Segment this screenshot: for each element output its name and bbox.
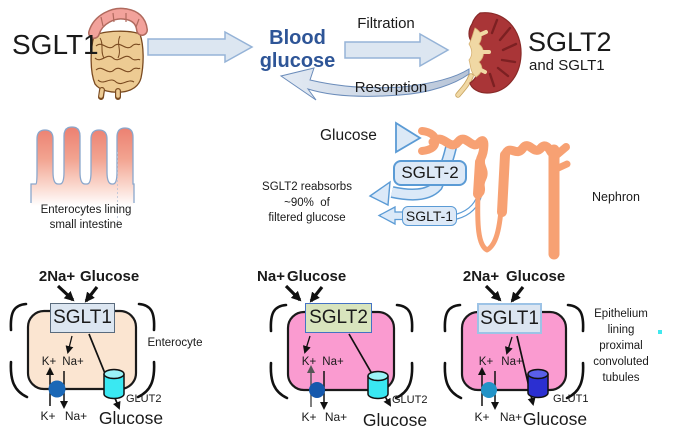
right-arrow-intestine-to-blood bbox=[147, 30, 254, 64]
glucose-triangle-icon bbox=[395, 121, 422, 154]
na-influx-arrow bbox=[484, 284, 502, 302]
glut1-transporter bbox=[527, 368, 549, 399]
cell3-glucose-in-label: Glucose bbox=[506, 268, 566, 285]
symport-arrow bbox=[302, 335, 311, 354]
sglt1-mid-box: SGLT-1 bbox=[402, 206, 457, 226]
cell2-ions-label: Na+ bbox=[257, 268, 285, 285]
enterocyte-side-label: Enterocyte bbox=[147, 337, 203, 349]
cell2-na-in-label: Na+ bbox=[322, 356, 344, 368]
epithelium-side-label: Epithelium lining proximal convoluted tu… bbox=[593, 308, 649, 384]
cell1-na-in-label: Na+ bbox=[62, 356, 84, 368]
junction-brackets bbox=[443, 303, 585, 400]
glucose-influx-arrow bbox=[309, 286, 324, 303]
cell3-k-in-label: K+ bbox=[478, 356, 494, 368]
sodium-potassium-pump bbox=[481, 382, 497, 398]
cell1-glut2-label: GLUT2 bbox=[126, 393, 162, 405]
nephron-label: Nephron bbox=[592, 190, 640, 204]
kidney-icon bbox=[455, 12, 522, 98]
symport-arrow bbox=[65, 335, 74, 354]
glucose-influx-arrow bbox=[84, 286, 99, 303]
cell2-sglt2-box: SGLT2 bbox=[305, 303, 372, 333]
cell3-glut1-label: GLUT1 bbox=[553, 393, 589, 405]
stray-cyan-dot bbox=[658, 330, 662, 334]
cell2-glucose-out-label: Glucose bbox=[362, 410, 428, 430]
sodium-potassium-pump bbox=[48, 380, 66, 398]
villi-illustration bbox=[30, 126, 135, 228]
enterocytes-caption: Enterocytes lining small intestine bbox=[40, 204, 132, 231]
cell3-glucose-out-label: Glucose bbox=[522, 409, 588, 429]
junction-brackets bbox=[269, 303, 414, 400]
glut2-transporter bbox=[103, 368, 125, 400]
cell2-glucose-in-label: Glucose bbox=[287, 268, 347, 285]
na-influx-arrow bbox=[284, 284, 302, 302]
sodium-potassium-pump bbox=[309, 382, 325, 398]
junction-brackets bbox=[9, 302, 156, 399]
resorption-arrow bbox=[279, 67, 470, 101]
glucose-mid-label: Glucose bbox=[320, 127, 377, 144]
nephron-illustration bbox=[418, 127, 571, 260]
cell1-glucose-in-label: Glucose bbox=[80, 268, 140, 285]
cell2-k-in-label: K+ bbox=[301, 356, 317, 368]
cell1-glucose-out-label: Glucose bbox=[98, 408, 164, 428]
intestine-icon bbox=[88, 7, 148, 100]
resorption-label: Resorption bbox=[354, 79, 428, 96]
cell1-na-out-label: Na+ bbox=[64, 409, 88, 423]
symport-arrow bbox=[504, 336, 513, 355]
blood-glucose-label: Blood glucose bbox=[259, 27, 336, 72]
cell1-k-out-label: K+ bbox=[40, 409, 56, 423]
cell1-ions-label: 2Na+ bbox=[38, 268, 76, 285]
cell1-k-in-label: K+ bbox=[41, 356, 57, 368]
na-influx-arrow bbox=[56, 284, 75, 302]
reabsorption-note: SGLT2 reabsorbs ~90% of filtered glucose bbox=[262, 181, 352, 224]
sglt2-mid-box: SGLT-2 bbox=[393, 160, 467, 186]
cell3-na-out-label: Na+ bbox=[499, 410, 523, 424]
cell2-glut2-label: GLUT2 bbox=[392, 394, 428, 406]
sglt1-title: SGLT1 bbox=[12, 29, 99, 60]
glucose-influx-arrow bbox=[510, 286, 525, 303]
right-arrow-filtration bbox=[344, 32, 450, 68]
filtration-label: Filtration bbox=[357, 15, 415, 32]
cell3-k-out-label: K+ bbox=[474, 410, 490, 424]
sglt2-flow-arrow bbox=[368, 141, 458, 207]
cell2-k-out-label: K+ bbox=[301, 410, 317, 424]
cell3-na-in-label: Na+ bbox=[501, 356, 523, 368]
cell3-ions-label: 2Na+ bbox=[462, 268, 500, 285]
cell3-sglt1-box: SGLT1 bbox=[477, 303, 542, 334]
and-sglt1-label: and SGLT1 bbox=[529, 57, 605, 74]
cell1-sglt1-box: SGLT1 bbox=[50, 303, 115, 333]
sglt2-title: SGLT2 bbox=[528, 27, 612, 57]
glut2-transporter bbox=[367, 370, 389, 400]
cell2-na-out-label: Na+ bbox=[324, 410, 348, 424]
